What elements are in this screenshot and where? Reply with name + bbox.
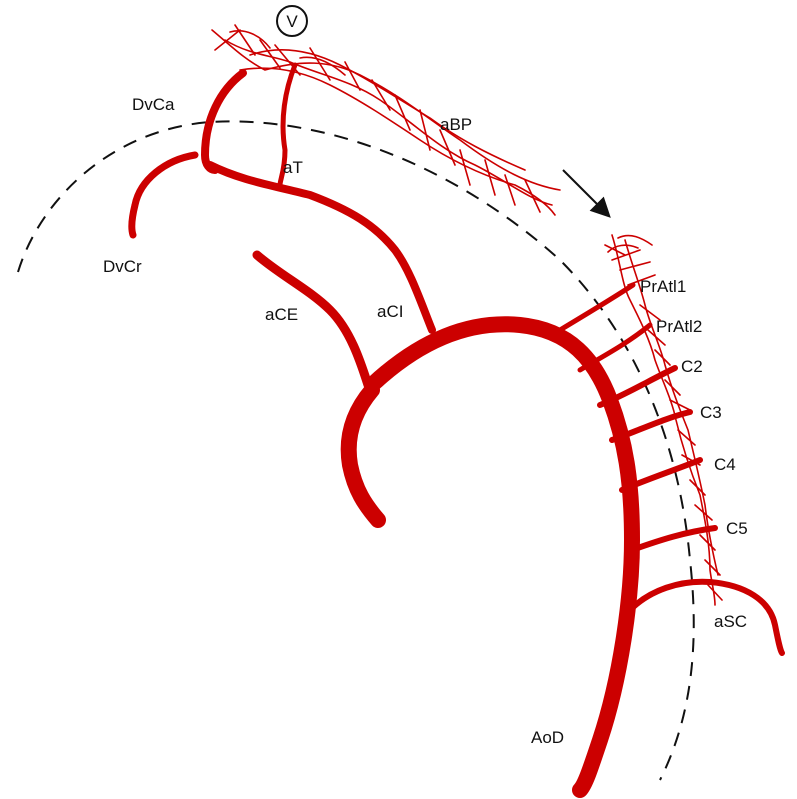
c5-branch xyxy=(632,528,715,550)
view-marker: V xyxy=(277,6,307,36)
pratl1-branch xyxy=(560,285,633,330)
direction-arrow xyxy=(563,170,608,215)
descending-branch xyxy=(349,390,378,520)
label-aci: aCI xyxy=(377,302,403,321)
labels: DvCa DvCr aBP aT aCE aCI PrAtl1 PrAtl2 C… xyxy=(103,95,748,747)
view-label: V xyxy=(286,12,298,31)
label-c3: C3 xyxy=(700,403,722,422)
label-dvca: DvCa xyxy=(132,95,175,114)
label-pratl1: PrAtl1 xyxy=(640,277,686,296)
aortic-arch xyxy=(372,324,632,790)
label-pratl2: PrAtl2 xyxy=(656,317,702,336)
pratl2-branch xyxy=(580,325,650,370)
main-arteries xyxy=(132,65,782,790)
label-asc: aSC xyxy=(714,612,747,631)
label-ace: aCE xyxy=(265,305,298,324)
label-dvcr: DvCr xyxy=(103,257,142,276)
label-c5: C5 xyxy=(726,519,748,538)
label-aod: AoD xyxy=(531,728,564,747)
label-abp: aBP xyxy=(440,115,472,134)
label-c4: C4 xyxy=(714,455,736,474)
asc-branch xyxy=(630,582,782,653)
label-c2: C2 xyxy=(681,357,703,376)
dvcr-vessel xyxy=(132,155,195,235)
label-at: aT xyxy=(283,158,303,177)
